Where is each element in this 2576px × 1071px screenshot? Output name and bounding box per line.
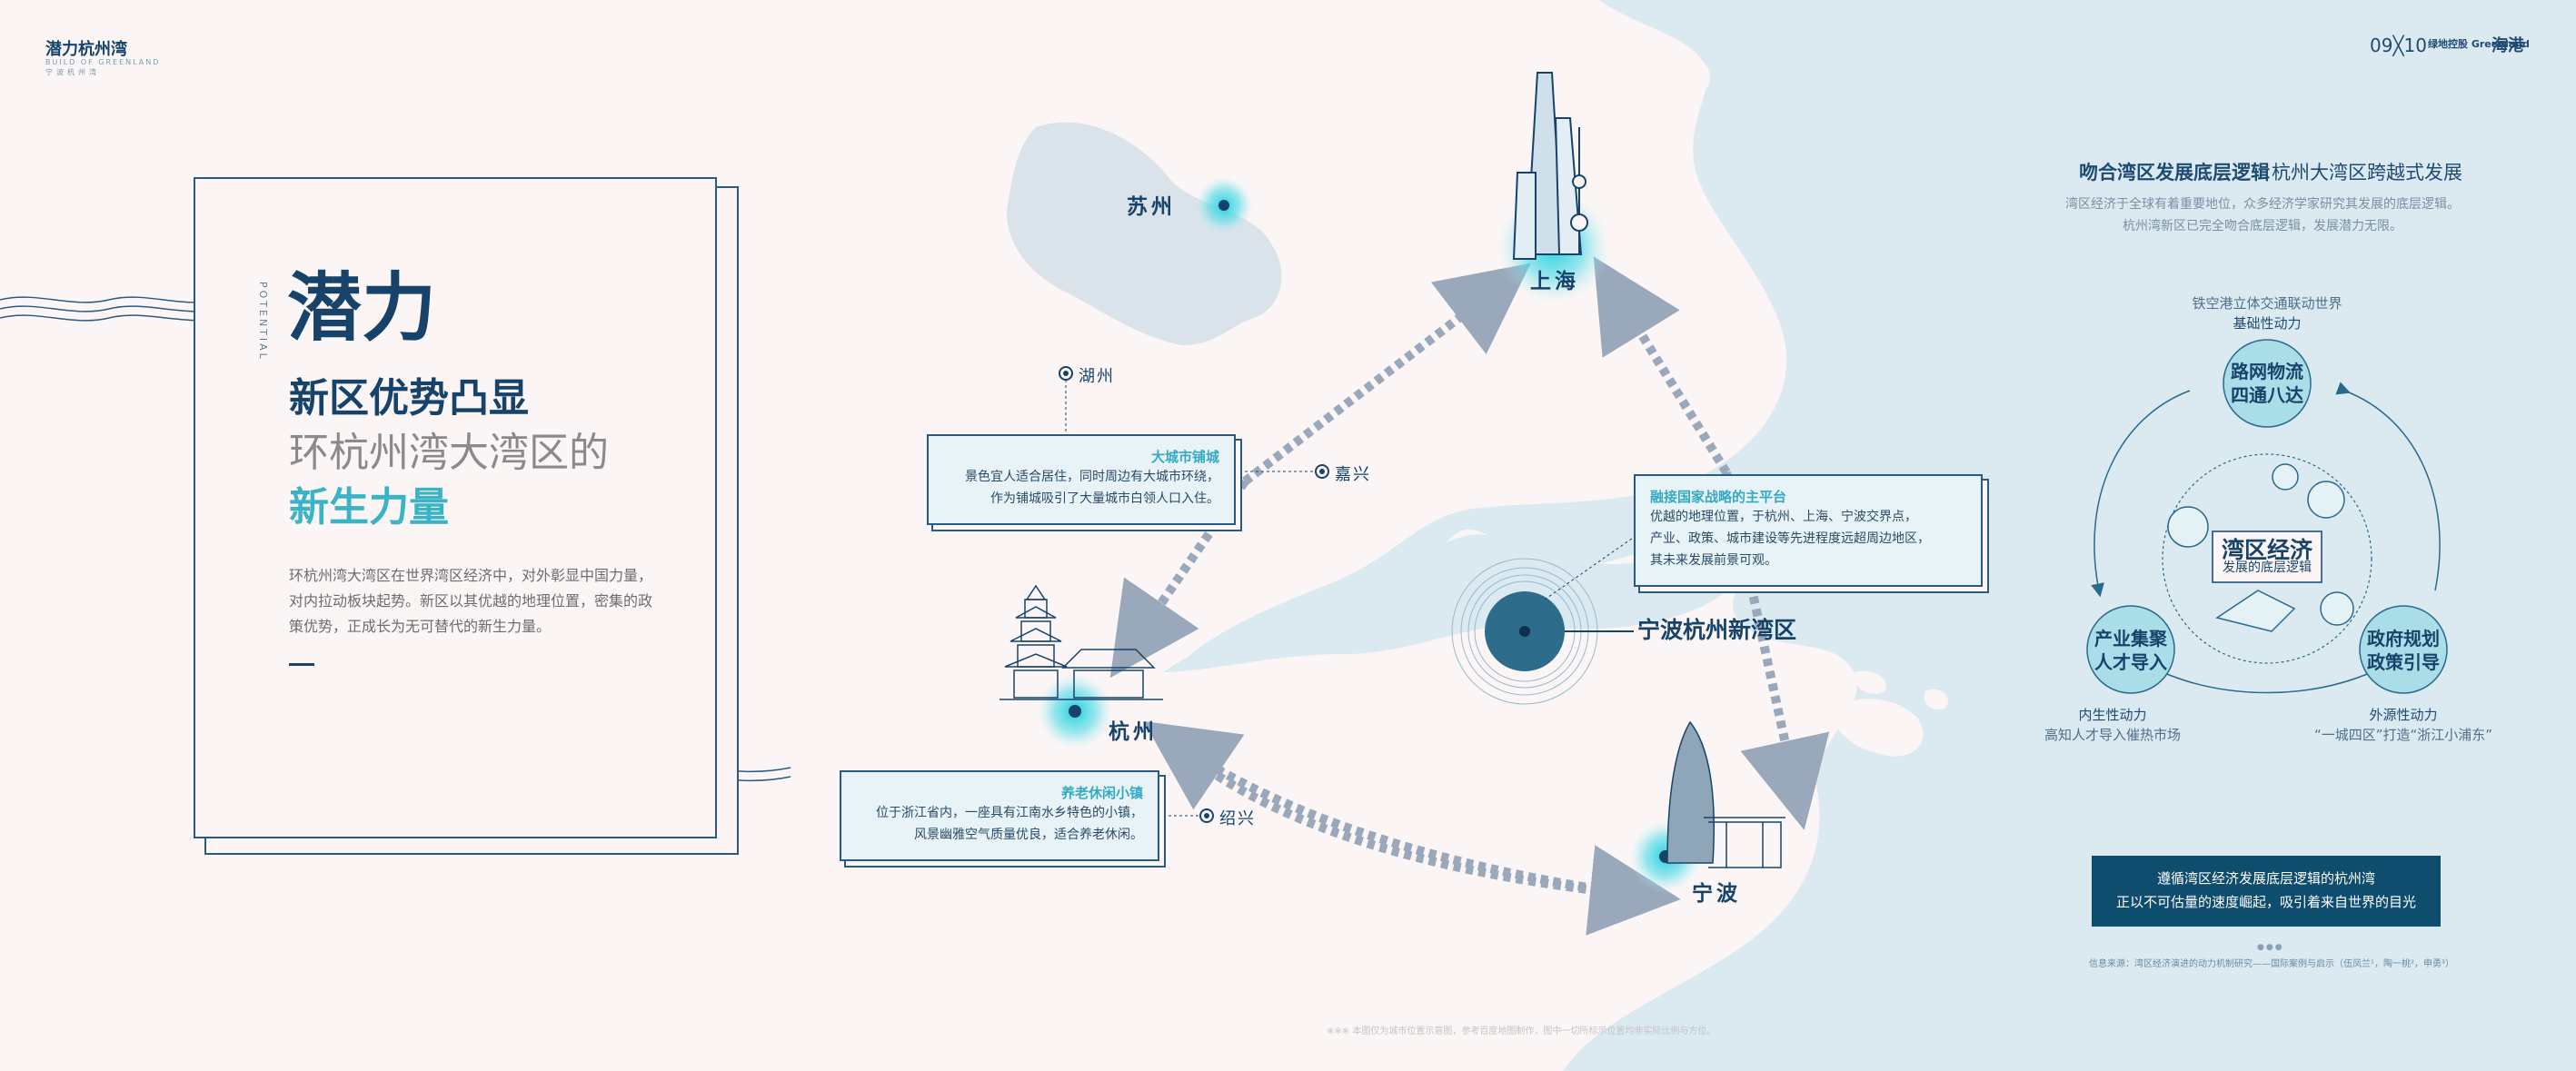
node-left-line2: 人才导入: [2094, 651, 2167, 673]
cycle-arc: [2335, 382, 2441, 591]
suzhou-dot: [1218, 200, 1229, 211]
city-label-hangzhou: 杭州: [1109, 720, 1158, 744]
island: [1854, 670, 1886, 694]
route-arrow: [1241, 263, 1531, 485]
bay-estuary: [1163, 534, 1736, 672]
center-title: 湾区经济: [2221, 537, 2312, 563]
subtitle-2: 环杭州湾大湾区的: [289, 430, 609, 476]
summary-banner: 遵循湾区经济发展底层逻辑的杭州湾 正以不可估量的速度崛起，吸引着来自世界的目光: [2092, 856, 2441, 927]
banner-line-2: 正以不可估量的速度崛起，吸引着来自世界的目光: [2115, 894, 2416, 910]
haigang-logo: 海港: [2491, 36, 2524, 55]
node-right-line1: 政府规划: [2367, 628, 2440, 650]
greenland-logo: 绿地控股 Greenland: [2428, 38, 2530, 50]
right-description-1: 湾区经济于全球有着重要地位，众多经济学家研究其发展的底层逻辑。: [2065, 197, 2460, 212]
icon-ring: [2320, 591, 2354, 626]
island: [1658, 52, 1710, 94]
island: [1924, 689, 1948, 710]
main-title: 潜力: [287, 264, 437, 352]
icon-ring: [2272, 463, 2299, 491]
cycle-arc: [2153, 663, 2372, 694]
callout-line: 产业、政策、城市建设等先进程度远超周边地区，: [1650, 531, 1930, 546]
callout-big-city: 大城市铺城 景色宜人适合居住，同时周边有大城市环绕， 作为铺城吸引了大量城市白领…: [927, 434, 1236, 525]
cycle-arc: [2091, 390, 2191, 598]
taihu-lake: [1007, 122, 1282, 345]
left-description: 环杭州湾大湾区在世界湾区经济中，对外彰显中国力量，对内拉动板块起势。新区以其优越…: [289, 567, 653, 635]
callout-line: 风景幽雅空气质量优良，适合养老休闲。: [914, 828, 1143, 842]
callout-title: 大城市铺城: [1150, 449, 1219, 465]
right-title-light: 杭州大湾区跨越式发展: [2272, 162, 2462, 183]
wave-line: [0, 305, 228, 312]
shanghai-skyline-illustration: [1512, 72, 1588, 260]
book-front-page: [194, 177, 717, 838]
city-label-huzhou: 湖州: [1079, 367, 1115, 386]
cycle-right-strong: 外源性动力: [2369, 707, 2438, 723]
city-label-shanghai: 上海: [1530, 270, 1579, 293]
brand-subtext: 宁波杭州湾: [45, 68, 100, 76]
city-label-jiaxing: 嘉兴: [1335, 465, 1371, 484]
cycle-top-caption: 铁空港立体交通联动世界: [2192, 295, 2342, 312]
node-right: [2359, 605, 2448, 694]
cycle-diagram: [2086, 339, 2448, 694]
center-subtitle: 发展的底层逻辑: [2223, 560, 2312, 575]
node-right-line2: 政策引导: [2367, 651, 2440, 673]
node-left-line1: 产业集聚: [2094, 628, 2167, 650]
right-title-bold: 吻合湾区发展底层逻辑: [2079, 162, 2270, 183]
route-arrow: [1593, 256, 1731, 475]
cycle-left-caption: 高知人才导入催热市场: [2044, 727, 2181, 743]
city-label-shaoxing: 绍兴: [1219, 809, 1256, 828]
subtitle-1: 新区优势凸显: [289, 375, 529, 421]
callout-national-platform: 融接国家战略的主平台 优越的地理位置，于杭州、上海、宁波交界点， 产业、政策、城…: [1634, 474, 1983, 587]
callout-line: 优越的地理位置，于杭州、上海、宁波交界点，: [1650, 510, 1917, 524]
icon-ring: [2167, 506, 2209, 548]
new-area-radar: [1451, 535, 1636, 705]
cycle-right-caption: “一城四区”打造“浙江小浦东”: [2313, 727, 2493, 743]
callout-title: 养老休闲小镇: [1060, 785, 1143, 801]
node-top-line2: 四通八达: [2231, 384, 2303, 406]
map-footnote: ※※※ 本图仅为城市位置示意图，参考百度地图制作，图中一切所标示位置均非实际比例…: [1327, 1026, 1716, 1036]
route-arrow: [1143, 720, 1636, 899]
right-description-2: 杭州湾新区已完全吻合底层逻辑，发展潜力无限。: [2123, 219, 2402, 233]
island: [1834, 699, 1924, 757]
node-top: [2223, 339, 2312, 428]
center-title-box: [2212, 531, 2322, 583]
node-left: [2086, 605, 2175, 694]
hangzhou-pagoda-illustration: [1000, 584, 1163, 700]
new-area-label: 宁波杭州新湾区: [1637, 617, 1797, 643]
pin-huzhou: [1059, 366, 1073, 431]
divider-dash: [289, 663, 314, 666]
cycle-left-strong: 内生性动力: [2078, 707, 2147, 723]
page-number: 09╳10: [2370, 35, 2427, 56]
city-label-suzhou: 苏州: [1127, 195, 1176, 219]
city-label-ningbo: 宁波: [1692, 882, 1741, 906]
node-top-line1: 路网物流: [2231, 361, 2303, 382]
brand-logo-text: 潜力杭州湾: [45, 40, 127, 59]
callout-line: 其未来发展前景可观。: [1650, 553, 1777, 568]
callout-title: 融接国家战略的主平台: [1650, 489, 1787, 505]
banner-line-1: 遵循湾区经济发展底层逻辑的杭州湾: [2156, 870, 2375, 887]
pin-shaoxing: [1163, 808, 1214, 823]
center-ring: [2162, 453, 2372, 664]
callout-line: 位于浙江省内，一座具有江南水乡特色的小镇，: [876, 806, 1143, 820]
source-note: 信息来源：湾区经济演进的动力机制研究——国际案例与启示（伍凤兰¹，陶一桃²，申勇…: [2088, 959, 2455, 969]
callout-line: 景色宜人适合居住，同时周边有大城市环绕，: [965, 470, 1219, 484]
handshake-icon: [2215, 590, 2296, 632]
brand-english-text: BUILD OF GREENLAND: [45, 58, 161, 66]
wave-line: [0, 314, 237, 322]
pin-jiaxing: [1245, 464, 1329, 479]
ningbo-tower-illustration: [1666, 720, 1785, 868]
hangzhou-dot: [1069, 705, 1081, 718]
callout-line: 作为铺城吸引了大量城市白领人口入住。: [990, 491, 1219, 506]
icon-ring: [2307, 481, 2345, 519]
callout-leisure-town: 养老休闲小镇 位于浙江省内，一座具有江南水乡特色的小镇， 风景幽雅空气质量优良，…: [840, 770, 1159, 861]
cycle-top-strong: 基础性动力: [2233, 315, 2302, 332]
subtitle-3: 新生力量: [289, 484, 449, 531]
vertical-label: POTENTIAL: [257, 282, 269, 362]
wave-line: [0, 296, 219, 303]
decorative-dots: ●●●: [2257, 943, 2284, 952]
